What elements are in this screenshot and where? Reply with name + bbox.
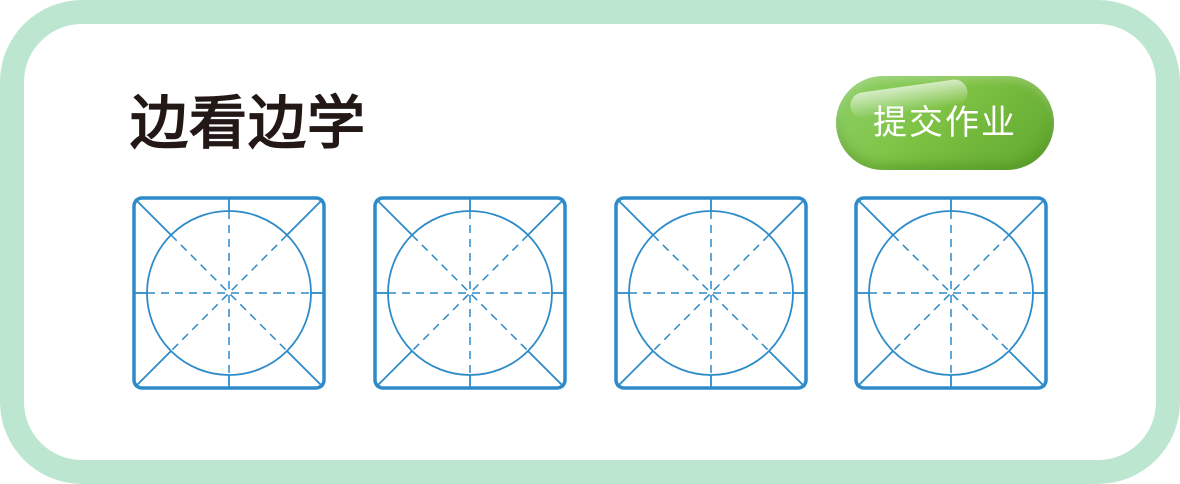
practice-cell-2[interactable] bbox=[373, 196, 567, 390]
grid-corner-line bbox=[286, 350, 324, 388]
grid-svg bbox=[132, 196, 326, 390]
grid-diagonal bbox=[652, 234, 770, 352]
submit-homework-label: 提交作业 bbox=[873, 103, 1017, 143]
practice-cell-4[interactable] bbox=[854, 196, 1048, 390]
section-title: 边看边学 bbox=[130, 89, 367, 157]
grid-diagonal bbox=[411, 234, 529, 352]
practice-cell-3[interactable] bbox=[614, 196, 808, 390]
grid-corner-line bbox=[856, 350, 894, 388]
grid-diagonal bbox=[170, 234, 288, 352]
grid-diagonal bbox=[411, 234, 529, 352]
grid-corner-line bbox=[616, 350, 654, 388]
grid-corner-line bbox=[1008, 198, 1046, 236]
grid-diagonal bbox=[892, 234, 1010, 352]
grid-svg bbox=[614, 196, 808, 390]
grid-corner-line bbox=[527, 350, 565, 388]
grid-corner-line bbox=[768, 198, 806, 236]
submit-homework-button[interactable]: 提交作业 bbox=[836, 76, 1054, 170]
grid-corner-line bbox=[134, 198, 172, 236]
grid-corner-line bbox=[768, 350, 806, 388]
grid-corner-line bbox=[527, 198, 565, 236]
grid-svg bbox=[373, 196, 567, 390]
grid-corner-line bbox=[134, 350, 172, 388]
grid-corner-line bbox=[375, 350, 413, 388]
grid-corner-line bbox=[286, 198, 324, 236]
grid-diagonal bbox=[170, 234, 288, 352]
practice-cell-1[interactable] bbox=[132, 196, 326, 390]
grid-corner-line bbox=[1008, 350, 1046, 388]
grid-corner-line bbox=[375, 198, 413, 236]
grid-corner-line bbox=[856, 198, 894, 236]
grid-svg bbox=[854, 196, 1048, 390]
grid-diagonal bbox=[892, 234, 1010, 352]
grid-corner-line bbox=[616, 198, 654, 236]
grid-diagonal bbox=[652, 234, 770, 352]
